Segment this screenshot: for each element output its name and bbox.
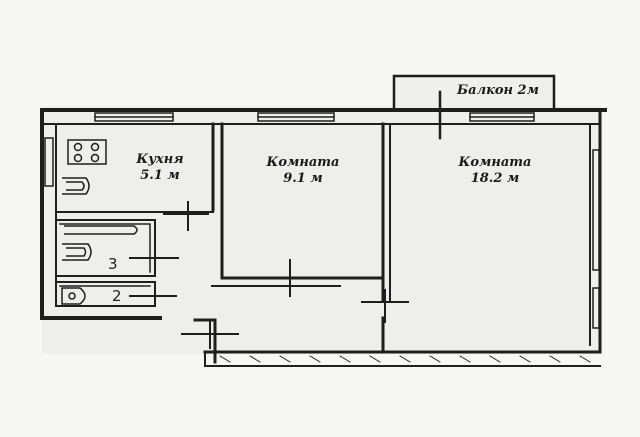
door-wc [129,285,177,307]
window-kitchen [94,112,174,122]
kitchen-sink-icon [62,177,90,195]
stove-icon [67,139,107,165]
room-label-small-room: Комната 9.1 м [258,155,348,187]
room-name: Комната [458,155,532,170]
balcony-outline [392,74,556,110]
wall-bath-b [59,223,151,273]
room-label-kitchen: Кухня 5.1 м [120,152,200,184]
window-left [44,137,54,187]
window-small-room [257,112,335,122]
door-bath [129,243,179,271]
room-name: Кухня [136,152,184,167]
room-area: 9.1 м [283,171,323,186]
room-label-large-room: Комната 18.2 м [450,155,540,187]
room-name: Комната [266,155,340,170]
window-large-room [469,112,535,122]
room-area: 18.2 м [470,171,520,186]
balcony-label: Балкон 2м [457,83,539,98]
door-entry [181,319,239,349]
door-large-room [361,289,409,323]
toilet-icon [61,287,86,305]
wall-bottom-hatch [219,355,591,363]
bathtub-icon [64,225,138,235]
room-area: 5.1 м [140,168,180,183]
wall-entry [193,318,217,364]
window-right [592,149,600,329]
door-kitchen [163,201,209,231]
bath-number: 3 [108,255,118,273]
balcony-floor [394,76,554,106]
toilet-number: 2 [112,287,122,305]
floor-area [42,106,602,354]
washbasin-icon [62,243,92,261]
